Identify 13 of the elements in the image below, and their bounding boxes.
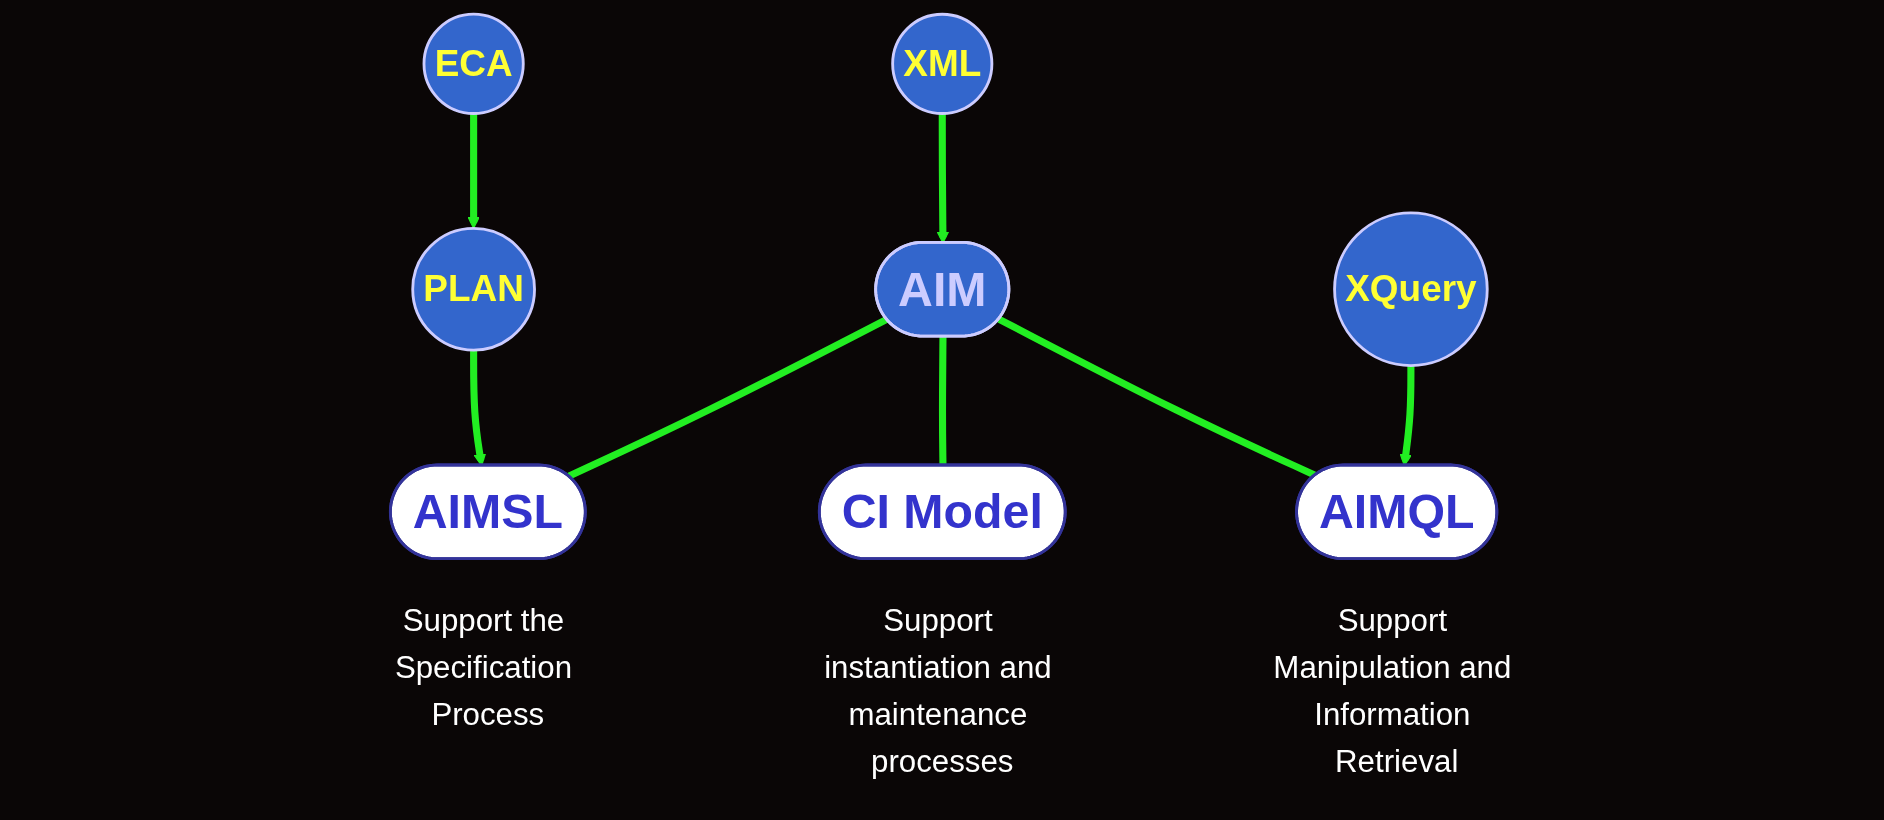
node-circle: ECA xyxy=(422,12,525,115)
connector xyxy=(566,316,889,480)
node-circle: XML xyxy=(890,12,994,115)
connector xyxy=(997,316,1317,479)
node-circle: PLAN xyxy=(411,226,536,352)
node-label: Support Manipulation and Information Retrieval xyxy=(1273,602,1512,779)
arrow xyxy=(467,113,480,229)
node-label: Support the Specification Process xyxy=(394,602,572,732)
arrow xyxy=(1399,365,1415,467)
arrow xyxy=(936,113,949,244)
node-circle: XQuery xyxy=(1332,211,1489,367)
connector xyxy=(938,336,947,466)
node-label: Support instantiation and maintenance processes xyxy=(823,602,1052,779)
